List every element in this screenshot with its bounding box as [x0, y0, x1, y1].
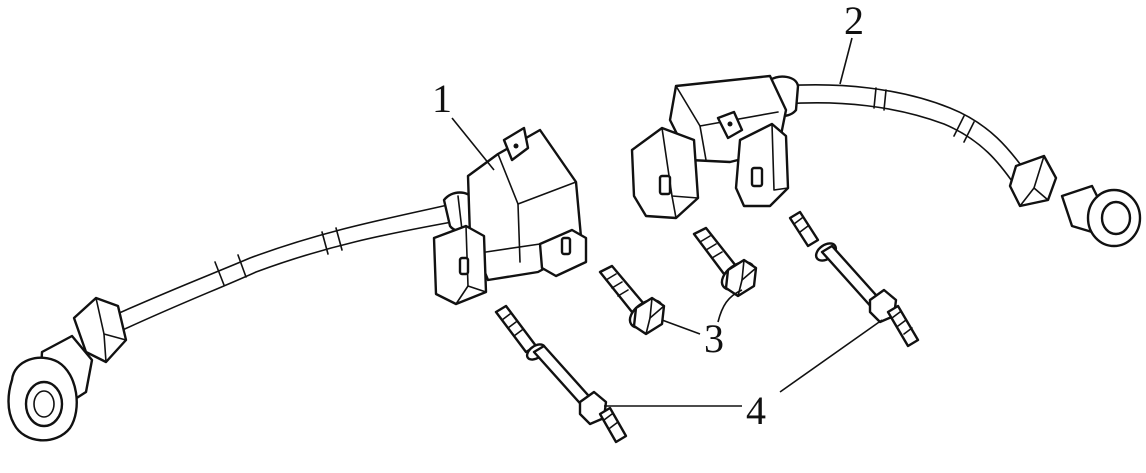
- leader-4b: [779, 319, 883, 393]
- leader-lines: [451, 37, 883, 407]
- callout-2: 2: [844, 0, 864, 43]
- ignition-coil-right: [630, 74, 1142, 248]
- leader-1: [451, 117, 495, 171]
- stud-right: [788, 210, 920, 348]
- ignition-coil-left: [7, 126, 588, 442]
- leader-3a: [661, 319, 701, 335]
- callout-3: 3: [704, 316, 724, 361]
- callout-1: 1: [432, 76, 452, 121]
- callout-4: 4: [746, 388, 766, 433]
- stud-left: [494, 304, 628, 444]
- leader-3b: [717, 289, 743, 323]
- leader-2: [839, 37, 853, 85]
- flange-bolt-2: [692, 226, 758, 298]
- flange-bolt-1: [598, 264, 666, 336]
